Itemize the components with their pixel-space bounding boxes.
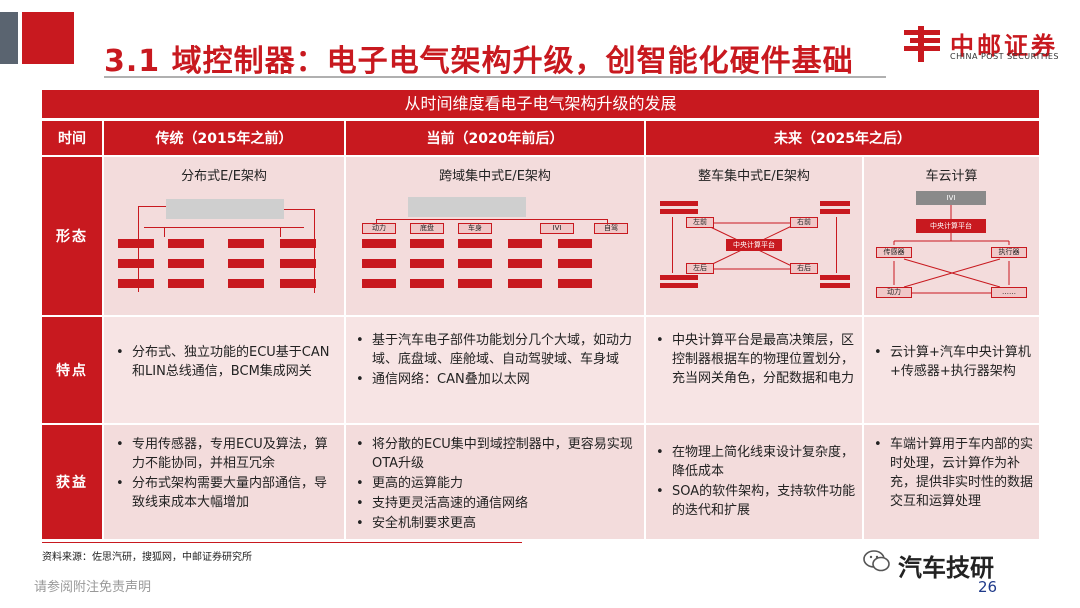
diagram-title: 分布式E/E架构 bbox=[181, 169, 267, 184]
header-future: 未来（2025年之后） bbox=[646, 121, 1039, 155]
diagram-vehicle-central: 整车集中式E/E架构 左前 右前 中央计算平台 左后 右后 bbox=[646, 157, 862, 315]
row-label-benefits: 获益 bbox=[42, 425, 102, 539]
bullet-list: 基于汽车电子部件功能划分几个大域，如动力域、底盘域、座舱域、自动驾驶域、车身域 … bbox=[352, 331, 636, 389]
header-time: 时间 bbox=[42, 121, 102, 155]
list-item: 通信网络：CAN叠加以太网 bbox=[352, 370, 636, 389]
diagram-cross-domain: 跨域集中式E/E架构 动力 底盘 车身 IVI 自驾 bbox=[346, 157, 644, 315]
bullet-list: 在物理上简化线束设计复杂度，降低成本 SOA的软件架构，支持软件功能的迭代和扩展 bbox=[652, 443, 856, 520]
ivi-label: IVI bbox=[916, 191, 986, 205]
benefits-future-central: 在物理上简化线束设计复杂度，降低成本 SOA的软件架构，支持软件功能的迭代和扩展 bbox=[646, 425, 862, 539]
list-item: 车端计算用于车内部的实时处理，云计算作为补充，提供非实时性的数据交互和运算处理 bbox=[870, 435, 1033, 511]
china-post-logo-icon bbox=[904, 26, 940, 62]
features-future-central: 中央计算平台是最高决策层，区控制器根据车的物理位置划分，充当网关角色，分配数据和… bbox=[646, 317, 862, 423]
page-title: 3.1 域控制器：电子电气架构升级，创智能化硬件基础 bbox=[104, 44, 854, 79]
domain-label: 底盘 bbox=[410, 223, 444, 234]
row-label-form: 形态 bbox=[42, 157, 102, 315]
bullet-list: 专用传感器，专用ECU及算法，算力不能协同，并相互冗余 分布式架构需要大量内部通… bbox=[112, 435, 336, 512]
diagram-vehicle-cloud: 车云计算 IVI 中央计算平台 传感器 执行器 动力 …… bbox=[864, 157, 1039, 315]
bullet-list: 中央计算平台是最高决策层，区控制器根据车的物理位置划分，充当网关角色，分配数据和… bbox=[652, 331, 856, 388]
page-number: 26 bbox=[978, 578, 998, 596]
power-label: 动力 bbox=[876, 287, 912, 298]
header-current: 当前（2020年前后） bbox=[346, 121, 644, 155]
list-item: 基于汽车电子部件功能划分几个大域，如动力域、底盘域、座舱域、自动驾驶域、车身域 bbox=[352, 331, 636, 369]
source-note: 资料来源：佐思汽研，搜狐网，中邮证券研究所 bbox=[42, 552, 252, 563]
zone-label: 右后 bbox=[790, 263, 818, 274]
source-rule bbox=[42, 542, 522, 543]
bullet-list: 分布式、独立功能的ECU基于CAN和LIN总线通信，BCM集成网关 bbox=[112, 343, 336, 381]
domain-label: IVI bbox=[540, 223, 574, 234]
more-label: …… bbox=[991, 287, 1027, 298]
list-item: 安全机制要求更高 bbox=[352, 514, 636, 533]
domain-label: 车身 bbox=[458, 223, 492, 234]
row-label-features: 特点 bbox=[42, 317, 102, 423]
zone-label: 左前 bbox=[686, 217, 714, 228]
list-item: 支持更灵活高速的通信网络 bbox=[352, 494, 636, 513]
zone-label: 右前 bbox=[790, 217, 818, 228]
table-title: 从时间维度看电子电气架构升级的发展 bbox=[42, 90, 1039, 118]
bullet-list: 云计算+汽车中央计算机+传感器+执行器架构 bbox=[870, 343, 1033, 381]
diagram-title: 整车集中式E/E架构 bbox=[698, 169, 810, 184]
logo-text-cn: 中邮证券 bbox=[950, 32, 1058, 60]
domain-label: 自驾 bbox=[594, 223, 628, 234]
diagram-distributed: 分布式E/E架构 bbox=[104, 157, 344, 315]
benefits-traditional: 专用传感器，专用ECU及算法，算力不能协同，并相互冗余 分布式架构需要大量内部通… bbox=[104, 425, 344, 539]
list-item: 分布式、独立功能的ECU基于CAN和LIN总线通信，BCM集成网关 bbox=[112, 343, 336, 381]
watermark: 汽车技研 bbox=[898, 554, 994, 582]
diagram-title: 车云计算 bbox=[925, 169, 978, 184]
features-current: 基于汽车电子部件功能划分几个大域，如动力域、底盘域、座舱域、自动驾驶域、车身域 … bbox=[346, 317, 644, 423]
central-platform-label: 中央计算平台 bbox=[726, 239, 782, 251]
bullet-list: 将分散的ECU集中到域控制器中，更容易实现OTA升级 更高的运算能力 支持更灵活… bbox=[352, 435, 636, 533]
list-item: 分布式架构需要大量内部通信，导致线束成本大幅增加 bbox=[112, 474, 336, 512]
features-traditional: 分布式、独立功能的ECU基于CAN和LIN总线通信，BCM集成网关 bbox=[104, 317, 344, 423]
list-item: 更高的运算能力 bbox=[352, 474, 636, 493]
benefits-future-cloud: 车端计算用于车内部的实时处理，云计算作为补充，提供非实时性的数据交互和运算处理 bbox=[864, 425, 1039, 539]
list-item: 将分散的ECU集中到域控制器中，更容易实现OTA升级 bbox=[352, 435, 636, 473]
list-item: 专用传感器，专用ECU及算法，算力不能协同，并相互冗余 bbox=[112, 435, 336, 473]
sensor-label: 传感器 bbox=[876, 247, 912, 258]
domain-label: 动力 bbox=[362, 223, 396, 234]
list-item: 云计算+汽车中央计算机+传感器+执行器架构 bbox=[870, 343, 1033, 381]
benefits-current: 将分散的ECU集中到域控制器中，更容易实现OTA升级 更高的运算能力 支持更灵活… bbox=[346, 425, 644, 539]
list-item: SOA的软件架构，支持软件功能的迭代和扩展 bbox=[652, 482, 856, 520]
central-platform-label: 中央计算平台 bbox=[916, 219, 986, 233]
diagram-title: 跨域集中式E/E架构 bbox=[439, 169, 551, 184]
zone-label: 左后 bbox=[686, 263, 714, 274]
features-future-cloud: 云计算+汽车中央计算机+传感器+执行器架构 bbox=[864, 317, 1039, 423]
header-traditional: 传统（2015年之前） bbox=[104, 121, 344, 155]
header-rule bbox=[104, 76, 886, 78]
header-accent-gray bbox=[0, 12, 18, 64]
bullet-list: 车端计算用于车内部的实时处理，云计算作为补充，提供非实时性的数据交互和运算处理 bbox=[870, 435, 1033, 511]
actuator-label: 执行器 bbox=[991, 247, 1027, 258]
logo-text-en: CHINA POST SECURITIES bbox=[950, 52, 1059, 61]
list-item: 在物理上简化线束设计复杂度，降低成本 bbox=[652, 443, 856, 481]
disclaimer: 请参阅附注免责声明 bbox=[34, 580, 152, 595]
list-item: 中央计算平台是最高决策层，区控制器根据车的物理位置划分，充当网关角色，分配数据和… bbox=[652, 331, 856, 388]
header-accent-red bbox=[22, 12, 74, 64]
wechat-icon bbox=[863, 550, 890, 572]
